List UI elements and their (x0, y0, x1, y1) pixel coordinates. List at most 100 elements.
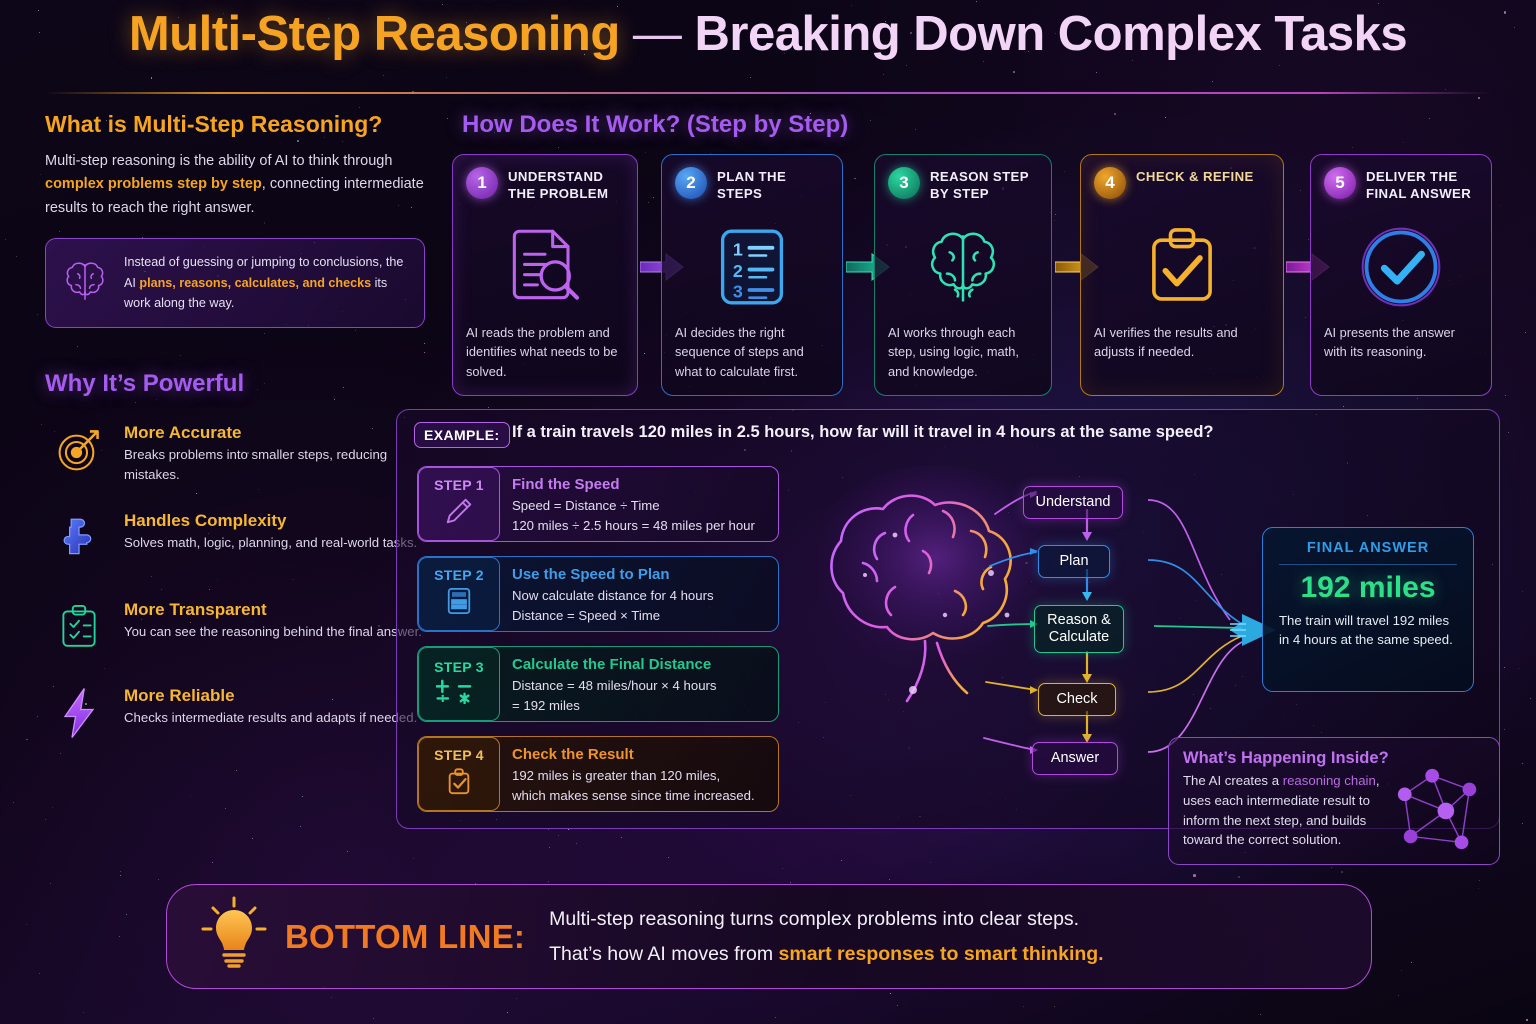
flow-node-check[interactable]: Check (1038, 683, 1116, 716)
flow-node-answer[interactable]: Answer (1032, 742, 1118, 775)
inside-body: The AI creates a reasoning chain, uses e… (1183, 771, 1408, 850)
example-step-3: STEP 3 Calculate the Final Distance Dist… (417, 646, 779, 722)
page-title-dash: — (632, 7, 682, 61)
clipboard-check-icon (1094, 217, 1270, 317)
whats-happening-inside-box: What’s Happening Inside? The AI creates … (1168, 737, 1500, 865)
final-answer-label: FINAL ANSWER (1306, 540, 1430, 556)
svg-text:1: 1 (733, 240, 743, 260)
step-desc-3: AI works through each step, using logic,… (888, 325, 1019, 379)
step-card-2[interactable]: 2 PLAN THE STEPS 1 2 3 AI decides the ri… (661, 154, 843, 396)
page-title: Multi-Step Reasoning — Breaking Down Com… (0, 7, 1536, 62)
step-badge-3: 3 (888, 167, 920, 199)
header-divider (44, 92, 1492, 94)
what-is-heading: What is Multi-Step Reasoning? (45, 111, 383, 137)
lightning-bolt-icon (48, 686, 110, 740)
lightbulb-icon (201, 896, 267, 977)
flow-node-reason-line2: Calculate (1048, 629, 1110, 645)
benefit-desc: Solves math, logic, planning, and real-w… (124, 535, 418, 550)
what-is-body-part2: , connecting intermediate results to rea… (45, 176, 424, 216)
benefit-item-more-reliable: More Reliable Checks intermediate result… (48, 686, 438, 740)
circle-check-icon (1324, 217, 1478, 317)
example-step-3-heading: Calculate the Final Distance (512, 656, 712, 673)
step-badge-5: 5 (1324, 167, 1356, 199)
benefit-desc: You can see the reasoning behind the fin… (124, 624, 422, 639)
example-step-1-line1: Speed = Distance ÷ Time (512, 498, 660, 513)
benefit-item-handles-complexity: Handles Complexity Solves math, logic, p… (48, 511, 438, 565)
step-desc-5: AI presents the answer with its reasonin… (1324, 325, 1455, 360)
benefit-desc: Checks intermediate results and adapts i… (124, 710, 418, 725)
example-step-1: STEP 1 Find the Speed Speed = Distance ÷… (417, 466, 779, 542)
pencil-icon (444, 496, 474, 531)
step-title-4: CHECK & REFINE (1136, 169, 1254, 184)
inside-body-part2: , uses each intermediate result to infor… (1183, 773, 1380, 848)
what-is-body: Multi-step reasoning is the ability of A… (45, 150, 430, 220)
benefit-title: More Reliable (124, 686, 235, 705)
example-question: If a train travels 120 miles in 2.5 hour… (512, 423, 1214, 441)
final-answer-box: FINAL ANSWER 192 miles The train will tr… (1262, 527, 1474, 692)
example-tag: EXAMPLE: (414, 422, 510, 448)
benefit-title: More Transparent (124, 600, 267, 619)
clipboard-check-icon (445, 766, 473, 801)
glowing-brain-icon (795, 455, 1085, 785)
final-answer-desc: The train will travel 192 miles in 4 hou… (1279, 613, 1453, 648)
bottom-line-banner: BOTTOM LINE: Multi-step reasoning turns … (166, 884, 1372, 989)
step-card-4[interactable]: 4 CHECK & REFINE AI verifies the results… (1080, 154, 1284, 396)
flow-node-understand[interactable]: Understand (1023, 486, 1123, 519)
final-answer-divider (1279, 564, 1457, 565)
flow-node-reason-calculate[interactable]: Reason & Calculate (1034, 605, 1124, 653)
flow-node-reason-line1: Reason & (1047, 611, 1111, 628)
bottom-line-line2-highlight: smart responses to smart thinking. (778, 942, 1104, 965)
example-step-2-label: STEP 2 (434, 567, 484, 583)
how-it-works-heading: How Does It Work? (Step by Step) (462, 111, 849, 138)
brain-note-callout: Instead of guessing or jumping to conclu… (45, 238, 425, 328)
step-desc-1: AI reads the problem and identifies what… (466, 325, 618, 379)
step-badge-2: 2 (675, 167, 707, 199)
example-step-4-line1: 192 miles is greater than 120 miles, (512, 768, 721, 783)
svg-text:3: 3 (733, 282, 743, 302)
bottom-line-text: Multi-step reasoning turns complex probl… (549, 902, 1104, 970)
bottom-line-line2: That’s how AI moves from smart responses… (549, 937, 1104, 971)
step-badge-1: 1 (466, 167, 498, 199)
example-step-4-heading: Check the Result (512, 746, 634, 763)
reasoning-flow-diagram: Understand Plan Reason & Calculate Check… (790, 448, 1500, 820)
inside-body-part1: The AI creates a (1183, 773, 1283, 788)
step-badge-4: 4 (1094, 167, 1126, 199)
page-title-main: Multi-Step Reasoning (128, 7, 620, 61)
example-step-2-heading: Use the Speed to Plan (512, 566, 670, 583)
example-step-2-line1: Now calculate distance for 4 hours (512, 588, 714, 603)
bottom-line-line2-part1: That’s how AI moves from (549, 942, 779, 965)
brain-note-part2: its work along the way. (124, 275, 388, 311)
why-powerful-heading: Why It’s Powerful (45, 370, 245, 397)
flow-node-plan[interactable]: Plan (1038, 545, 1110, 578)
brain-note-text: Instead of guessing or jumping to conclu… (124, 252, 412, 313)
example-step-3-box: STEP 3 (418, 647, 500, 721)
example-step-1-box: STEP 1 (418, 467, 500, 541)
benefit-desc: Breaks problems into smaller steps, redu… (124, 447, 388, 483)
clipboard-check-icon (48, 600, 110, 654)
step-desc-4: AI verifies the results and adjusts if n… (1094, 325, 1238, 360)
page-title-sub: Breaking Down Complex Tasks (694, 7, 1408, 61)
bottom-line-line1: Multi-step reasoning turns complex probl… (549, 908, 1080, 931)
benefit-title: Handles Complexity (124, 511, 287, 530)
brain-icon (56, 252, 114, 315)
brain-note-part1: Instead of guessing or jumping to conclu… (124, 255, 404, 290)
inside-body-highlight: reasoning chain (1282, 773, 1376, 788)
example-step-4-line2: which makes sense since time increased. (512, 787, 755, 803)
what-is-body-part1: Multi-step reasoning is the ability of A… (45, 153, 393, 169)
example-step-4: STEP 4 Check the Result 192 miles is gre… (417, 736, 779, 812)
inside-title: What’s Happening Inside? (1183, 749, 1389, 767)
brain-icon (888, 217, 1038, 317)
example-step-4-box: STEP 4 (418, 737, 500, 811)
puzzle-piece-icon (48, 511, 110, 565)
benefit-title: More Accurate (124, 423, 242, 442)
network-graph-icon (1391, 762, 1489, 863)
benefit-item-more-transparent: More Transparent You can see the reasoni… (48, 600, 438, 654)
example-step-3-line2: = 192 miles (512, 697, 580, 713)
